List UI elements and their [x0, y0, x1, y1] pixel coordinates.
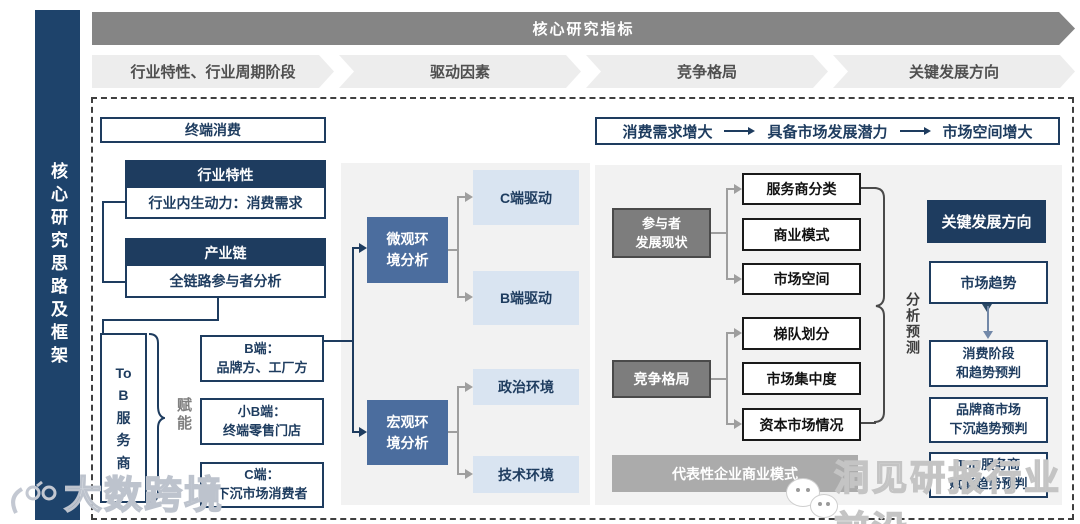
key-direction-box: 关键发展方向 — [927, 200, 1046, 243]
market-space-box: 市场空间 — [742, 263, 861, 295]
connector — [711, 378, 727, 380]
flow-step-2: 具备市场发展潜力 — [767, 123, 888, 141]
arrow-right-icon — [734, 184, 742, 194]
industry-trait-header: 行业特性 — [127, 162, 324, 188]
step-competition: 竞争格局 — [586, 55, 828, 88]
c-drive-box: C端驱动 — [473, 170, 579, 225]
connector — [726, 188, 728, 280]
capital-market-box: 资本市场情况 — [742, 408, 861, 441]
macro-env-box: 宏观环 境分析 — [367, 400, 448, 465]
industry-trait-block: 行业特性 行业内生动力：消费需求 — [125, 160, 326, 219]
step-key-direction: 关键发展方向 — [833, 55, 1075, 88]
connector — [457, 386, 459, 475]
brace-icon — [874, 187, 885, 423]
connector — [102, 281, 125, 283]
industry-chain-body: 全链路参与者分析 — [169, 273, 282, 289]
arrow-right-icon — [465, 382, 473, 392]
connector — [861, 187, 876, 189]
micro-env-box: 微观环 境分析 — [367, 217, 448, 283]
industry-chain-block: 产业链 全链路参与者分析 — [125, 238, 326, 298]
market-flow-box: 消费需求增大 具备市场发展潜力 市场空间增大 — [595, 117, 1060, 145]
connector — [352, 431, 359, 433]
connector — [457, 196, 459, 298]
sidebar: 核心研究思路及框架 — [35, 10, 80, 520]
connector — [728, 188, 735, 190]
connector — [352, 247, 359, 249]
connector — [448, 249, 459, 251]
dashed-frame — [91, 97, 1074, 520]
consume-stage-box: 消费阶段 和趋势预判 — [929, 340, 1048, 387]
connector — [861, 422, 876, 424]
connector — [728, 332, 735, 334]
competition-box: 竞争格局 — [612, 360, 711, 398]
representative-enterprise-box: 代表性企业商业模式 — [612, 455, 858, 492]
tech-env-box: 技术环境 — [473, 456, 579, 493]
arrow-right-icon — [359, 427, 367, 437]
market-trend-box: 市场趋势 — [929, 261, 1048, 304]
market-concentration-box: 市场集中度 — [742, 362, 861, 395]
connector — [987, 306, 989, 332]
connector — [726, 332, 728, 425]
arrow-right-icon — [734, 419, 742, 429]
industry-trait-body: 行业内生动力：消费需求 — [148, 194, 303, 211]
connector — [217, 298, 219, 320]
flow-step-1: 消费需求增大 — [622, 123, 713, 141]
connector — [448, 431, 459, 433]
participants-status-box: 参与者 发展现状 — [612, 208, 711, 258]
arrow-right-icon — [734, 274, 742, 284]
chevron-steps: 行业特性、行业周期阶段 驱动因素 竞争格局 关键发展方向 — [92, 55, 1075, 88]
arrow-right-icon — [899, 127, 931, 135]
connector — [102, 319, 219, 321]
arrow-right-icon — [359, 243, 367, 253]
connector — [352, 247, 354, 433]
c-side-box: C端： 下沉市场消费者 — [200, 462, 324, 508]
arrow-right-icon — [734, 328, 742, 338]
tob-provider-box: To B 服 务 商 — [100, 333, 147, 503]
brace-icon — [148, 333, 165, 503]
arrow-right-icon — [465, 192, 473, 202]
arrow-down-icon — [983, 331, 993, 339]
svc-classification-box: 服务商分类 — [742, 173, 861, 205]
sidebar-title: 核心研究思路及框架 — [48, 161, 67, 369]
terminal-consumption-box: 终端消费 — [100, 117, 326, 143]
politics-env-box: 政治环境 — [473, 369, 579, 405]
small-b-box: 小B端： 终端零售门店 — [200, 398, 324, 445]
connector — [102, 319, 104, 333]
industry-chain-header: 产业链 — [127, 240, 324, 266]
connector — [459, 386, 466, 388]
connector — [711, 232, 727, 234]
arrow-right-icon — [465, 469, 473, 479]
b-side-box: B端： 品牌方、工厂方 — [200, 335, 324, 382]
analysis-forecast-label: 分析预测 — [905, 292, 921, 356]
connector — [102, 201, 125, 203]
step-drivers: 驱动因素 — [339, 55, 581, 88]
top-banner-arrow: 核心研究指标 — [92, 12, 1075, 45]
connector — [459, 473, 466, 475]
tier-division-box: 梯队划分 — [742, 317, 861, 350]
top-banner-title: 核心研究指标 — [532, 21, 635, 38]
empower-label: 赋能 — [175, 397, 192, 433]
brand-sink-box: 品牌商市场 下沉趋势预判 — [929, 397, 1048, 443]
step-industry-traits: 行业特性、行业周期阶段 — [92, 55, 334, 88]
business-model-box: 商业模式 — [742, 218, 861, 251]
connector — [459, 196, 466, 198]
connector — [324, 340, 353, 342]
arrow-right-icon — [724, 127, 756, 135]
arrow-right-icon — [465, 292, 473, 302]
connector — [102, 201, 104, 283]
connector — [728, 423, 735, 425]
flow-step-3: 市场空间增大 — [942, 123, 1033, 141]
b-drive-box: B端驱动 — [473, 271, 579, 325]
connector — [459, 296, 466, 298]
tob-trend-box: ToB服务商 赋能趋势预判 — [929, 452, 1048, 498]
connector — [728, 278, 735, 280]
